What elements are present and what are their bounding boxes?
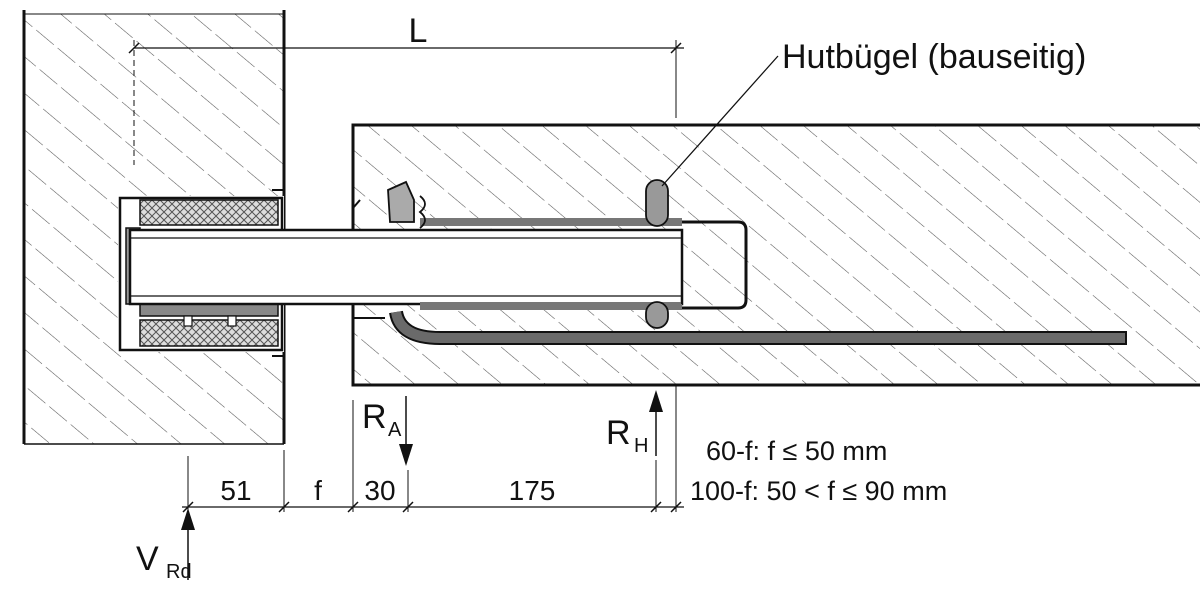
label-RA: R bbox=[362, 398, 387, 436]
dim-30: 30 bbox=[364, 475, 395, 506]
dim-f: f bbox=[314, 475, 322, 506]
label-L: L bbox=[409, 12, 428, 50]
slab-sleeve bbox=[352, 180, 748, 319]
reinforcement-bar bbox=[389, 310, 1127, 345]
label-VRd-sub: Rd bbox=[166, 561, 192, 583]
dowel-bar bbox=[128, 228, 684, 306]
label-RH-sub: H bbox=[634, 435, 648, 457]
label-RH: R bbox=[606, 414, 631, 452]
load-VRd-arrow bbox=[181, 508, 195, 580]
label-hutbuegel: Hutbügel (bauseitig) bbox=[782, 38, 1086, 76]
hat-stirrup bbox=[645, 179, 669, 329]
hutbuegel-leader bbox=[661, 55, 779, 187]
reaction-RH-arrow bbox=[649, 390, 663, 456]
label-VRd: V bbox=[136, 540, 159, 578]
reaction-RA-arrow bbox=[399, 396, 413, 466]
dimension-L bbox=[128, 40, 684, 512]
dim-175: 175 bbox=[509, 475, 556, 506]
note-60f: 60-f: f ≤ 50 mm bbox=[706, 436, 887, 466]
dimension-chain bbox=[182, 400, 684, 513]
label-RA-sub: A bbox=[388, 419, 402, 441]
dim-51: 51 bbox=[220, 475, 251, 506]
note-100f: 100-f: 50 < f ≤ 90 mm bbox=[690, 476, 947, 506]
